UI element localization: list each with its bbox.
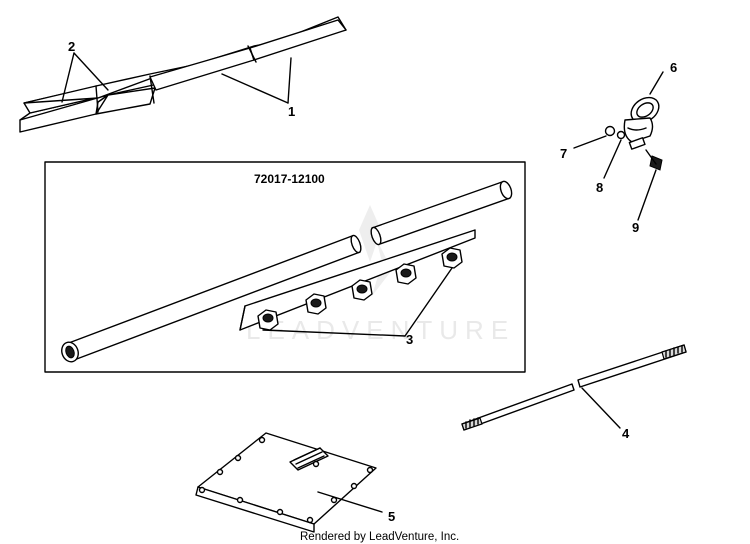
callout-labels: 1 2 3 4 5 6 7 8 9 [68, 39, 677, 524]
callout-5: 5 [388, 509, 395, 524]
nut [305, 293, 327, 315]
callout-4: 4 [622, 426, 630, 441]
callout-2: 2 [68, 39, 75, 54]
part-nut-card [239, 229, 476, 331]
footer-credit: Rendered by LeadVenture, Inc. [300, 531, 459, 543]
part-nuts [257, 247, 463, 331]
callout-6: 6 [670, 60, 677, 75]
leader-lines [61, 52, 664, 513]
nut [395, 263, 417, 285]
part-tape-strips [19, 16, 347, 133]
part-plate [195, 432, 377, 533]
kit-box: 72017-12100 [44, 161, 526, 373]
watermark-text: LEADVENTURE [246, 315, 515, 345]
callout-1: 1 [288, 104, 295, 119]
part-tube-short [370, 180, 513, 246]
nut [351, 279, 373, 301]
part-tube-long [61, 234, 362, 363]
plate-rivets [198, 436, 374, 524]
callout-7: 7 [560, 146, 567, 161]
nut [441, 247, 463, 269]
callout-9: 9 [632, 220, 639, 235]
kit-part-number: 72017-12100 [254, 172, 325, 186]
part-screw [645, 149, 663, 171]
nut [257, 309, 279, 331]
callout-3: 3 [406, 332, 413, 347]
part-threaded-rod [461, 344, 687, 431]
part-clamp-assembly [604, 96, 663, 171]
callout-8: 8 [596, 180, 603, 195]
